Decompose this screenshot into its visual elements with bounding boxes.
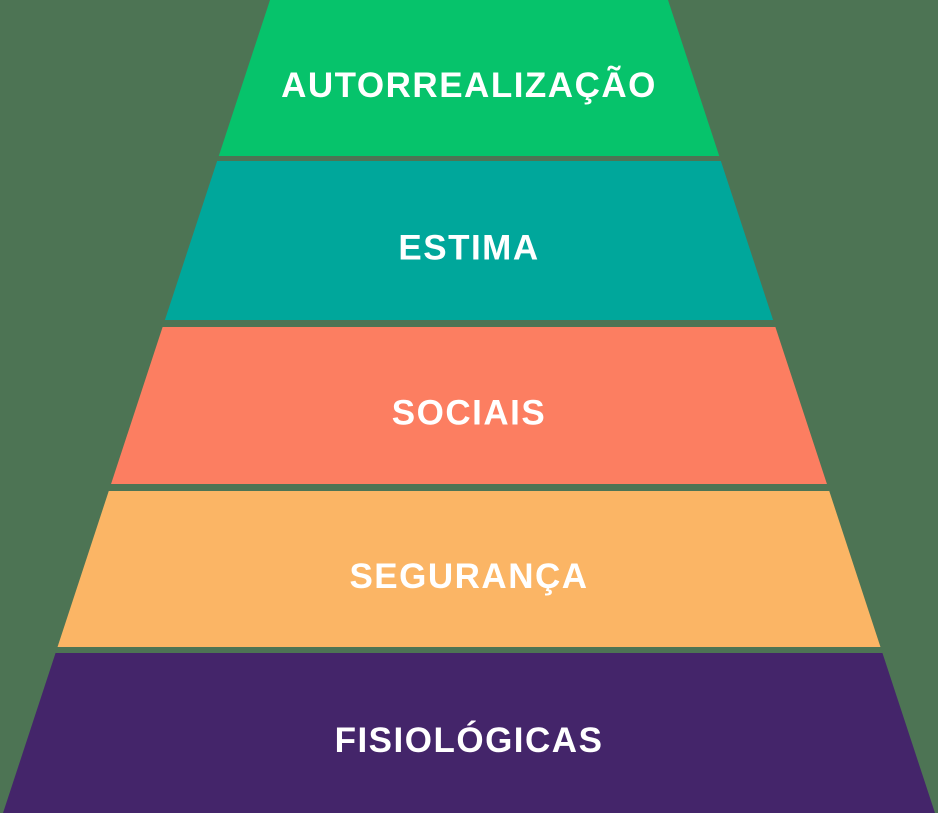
pyramid-level-label: SOCIAIS bbox=[392, 394, 546, 433]
pyramid-level-shape bbox=[164, 161, 774, 320]
pyramid-level-label: ESTIMA bbox=[398, 229, 539, 268]
pyramid-level-shape bbox=[218, 0, 720, 156]
pyramid-level-label: SEGURANÇA bbox=[349, 557, 588, 596]
pyramid-level-shape bbox=[3, 653, 935, 813]
pyramid-level-label: FISIOLÓGICAS bbox=[335, 720, 604, 760]
pyramid-level: SOCIAIS bbox=[111, 327, 827, 484]
pyramid-level-shape bbox=[57, 491, 881, 647]
pyramid-level: SEGURANÇA bbox=[57, 491, 881, 647]
pyramid-level-shape bbox=[111, 327, 827, 484]
pyramid-level-label: AUTORREALIZAÇÃO bbox=[281, 66, 657, 105]
pyramid-level: AUTORREALIZAÇÃO bbox=[218, 0, 720, 156]
pyramid-level: ESTIMA bbox=[164, 161, 774, 320]
pyramid-level: FISIOLÓGICAS bbox=[3, 653, 935, 813]
